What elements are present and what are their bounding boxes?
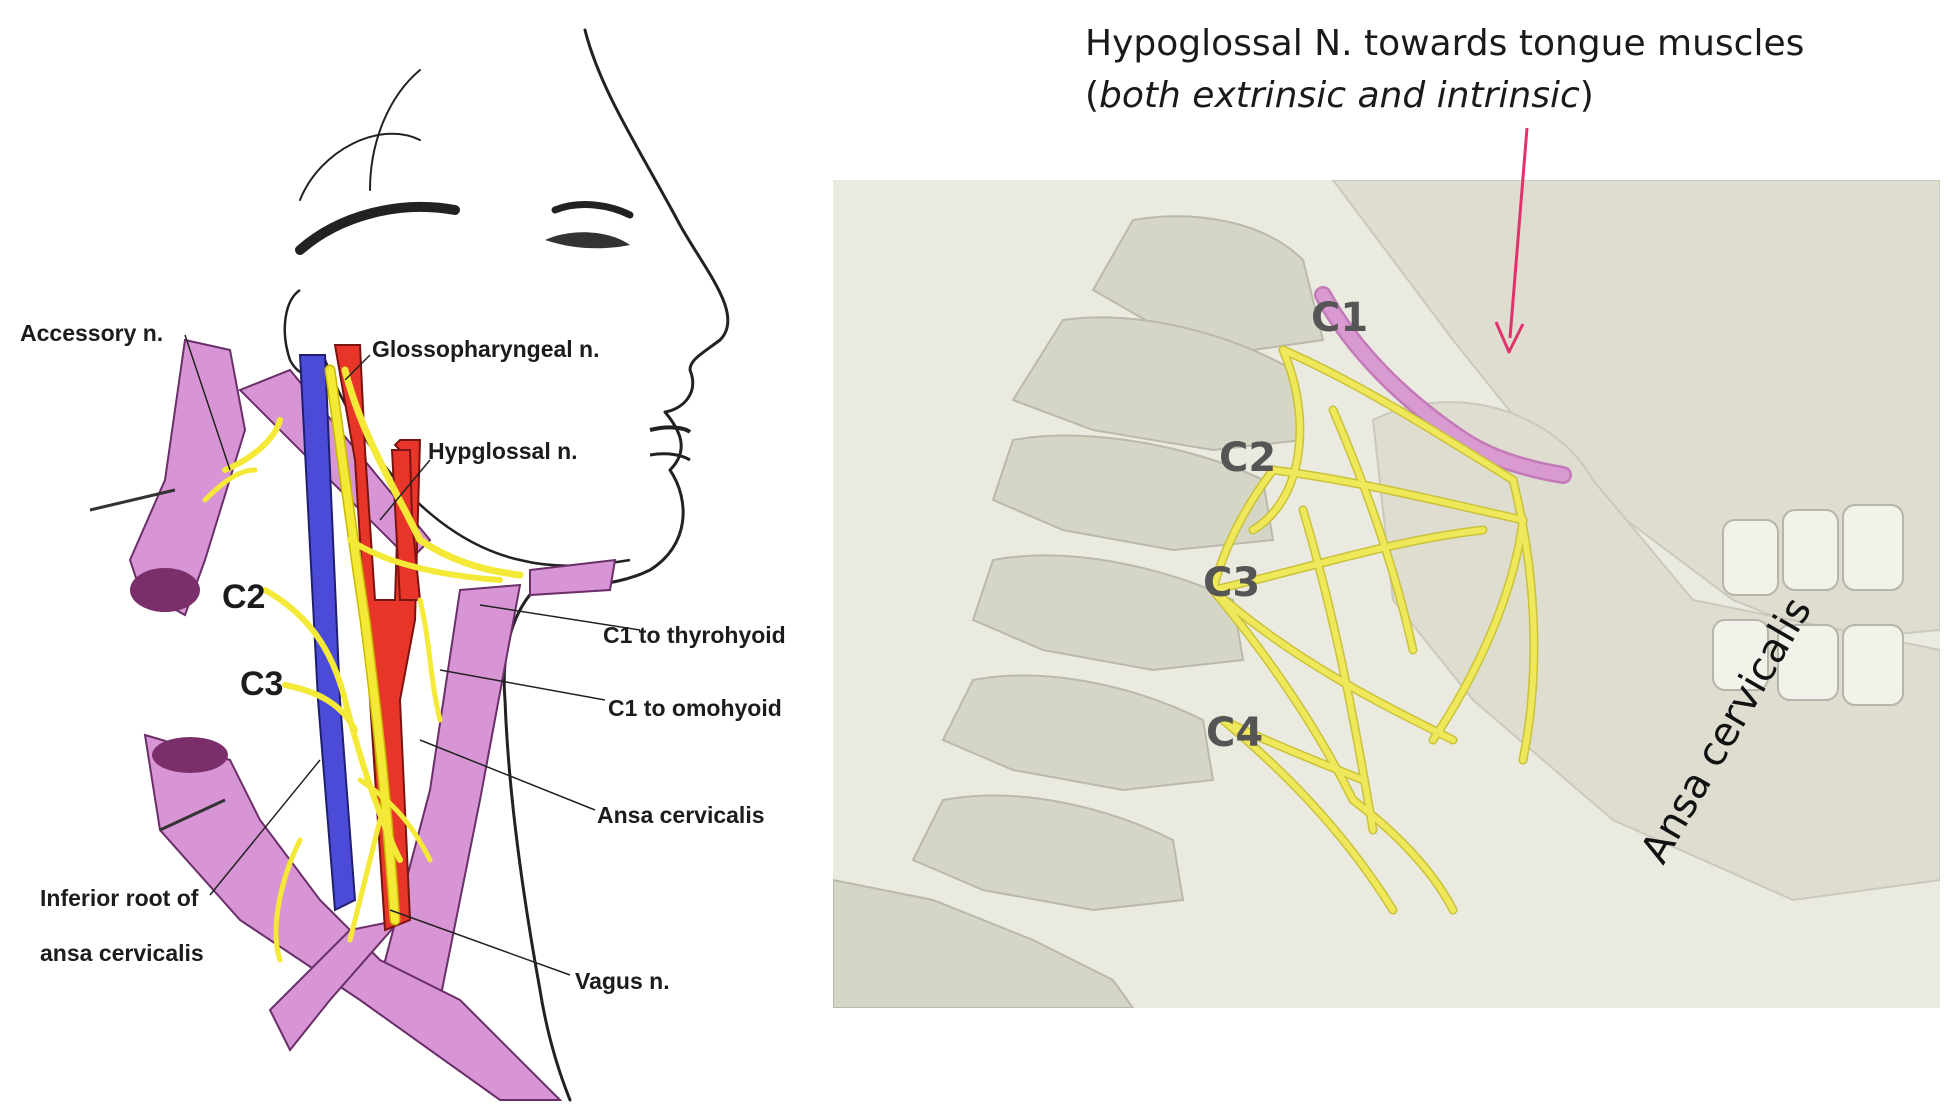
hypoglossal-nerve-label: Hypglossal n. [428, 438, 578, 464]
header-line-2: (both extrinsic and intrinsic) [1085, 70, 1804, 122]
inferior-root-label-line2: ansa cervicalis [40, 940, 204, 966]
c2-label: C2 [222, 578, 266, 616]
header-italic-note: both extrinsic and intrinsic [1099, 75, 1580, 116]
c3-label: C3 [240, 665, 284, 703]
header-line-1: Hypoglossal N. towards tongue muscles [1085, 23, 1805, 64]
header-paren-close: ) [1579, 75, 1594, 116]
neck-anatomy-drawing [89, 28, 730, 1102]
vagus-nerve-label: Vagus n. [575, 968, 670, 994]
level-c1-label: C1 [1311, 295, 1369, 341]
inferior-root-label-line1: Inferior root of [40, 885, 199, 911]
c1-to-omohyoid-label: C1 to omohyoid [608, 695, 782, 721]
glossopharyngeal-nerve-label: Glossopharyngeal n. [372, 336, 600, 362]
level-c4-label: C4 [1206, 710, 1264, 756]
level-c2-label: C2 [1219, 435, 1277, 481]
level-c3-label: C3 [1203, 560, 1261, 606]
c1-to-thyrohyoid-label: C1 to thyrohyoid [603, 622, 786, 648]
cervical-spine-render [833, 180, 1940, 1008]
ansa-cervicalis-label: Ansa cervicalis [597, 802, 765, 828]
left-illustration: Accessory n. Glossopharyngeal n. Hypglos… [0, 0, 820, 1108]
header-paren-open: ( [1085, 75, 1100, 116]
right-illustration: C1 C2 C3 C4 [833, 180, 1940, 1008]
hypoglossal-header: Hypoglossal N. towards tongue muscles (b… [1085, 18, 1804, 122]
accessory-nerve-label: Accessory n. [20, 320, 164, 346]
